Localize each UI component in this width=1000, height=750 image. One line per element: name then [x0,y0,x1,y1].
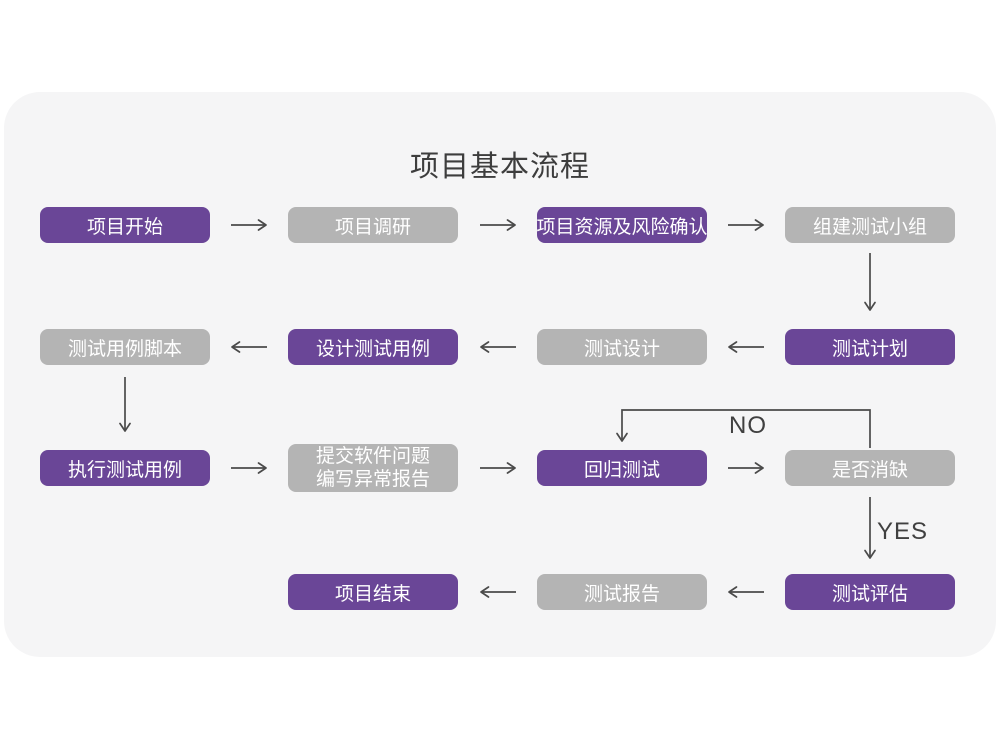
node-test-plan: 测试计划 [785,329,955,365]
node-build-team: 组建测试小组 [785,207,955,243]
node-submit-report: 提交软件问题 编写异常报告 [288,444,458,492]
node-label: 测试用例脚本 [67,338,182,360]
node-defect-cleared: 是否消缺 [785,450,955,486]
node-label: 是否消缺 [831,459,908,481]
node-test-design: 测试设计 [537,329,707,365]
node-design-cases: 设计测试用例 [288,329,458,365]
node-label: 设计测试用例 [315,338,430,360]
node-execute-cases: 执行测试用例 [40,450,210,486]
node-test-evaluate: 测试评估 [785,574,955,610]
node-label-line1: 提交软件问题 [315,446,430,467]
node-regression-test: 回归测试 [537,450,707,486]
node-label: 执行测试用例 [67,459,182,481]
page-title: 项目基本流程 [409,151,590,183]
node-label-line2: 编写异常报告 [315,469,430,490]
node-case-script: 测试用例脚本 [40,329,210,365]
node-label: 组建测试小组 [812,216,927,238]
node-label: 项目资源及风险确认 [536,216,708,238]
flowchart-card [4,92,996,657]
node-label: 测试设计 [583,338,660,360]
node-label: 回归测试 [583,459,660,481]
node-label: 项目开始 [86,216,163,238]
node-label: 项目调研 [334,216,411,238]
node-label: 测试计划 [831,338,908,360]
edge-label-yes: YES [877,518,929,545]
node-project-end: 项目结束 [288,574,458,610]
node-project-research: 项目调研 [288,207,458,243]
node-project-start: 项目开始 [40,207,210,243]
node-label: 测试评估 [831,583,908,605]
edge-label-no: NO [729,412,767,439]
node-test-report: 测试报告 [537,574,707,610]
node-label: 项目结束 [334,583,411,605]
node-label: 测试报告 [583,583,660,605]
node-project-resources: 项目资源及风险确认 [536,207,708,243]
